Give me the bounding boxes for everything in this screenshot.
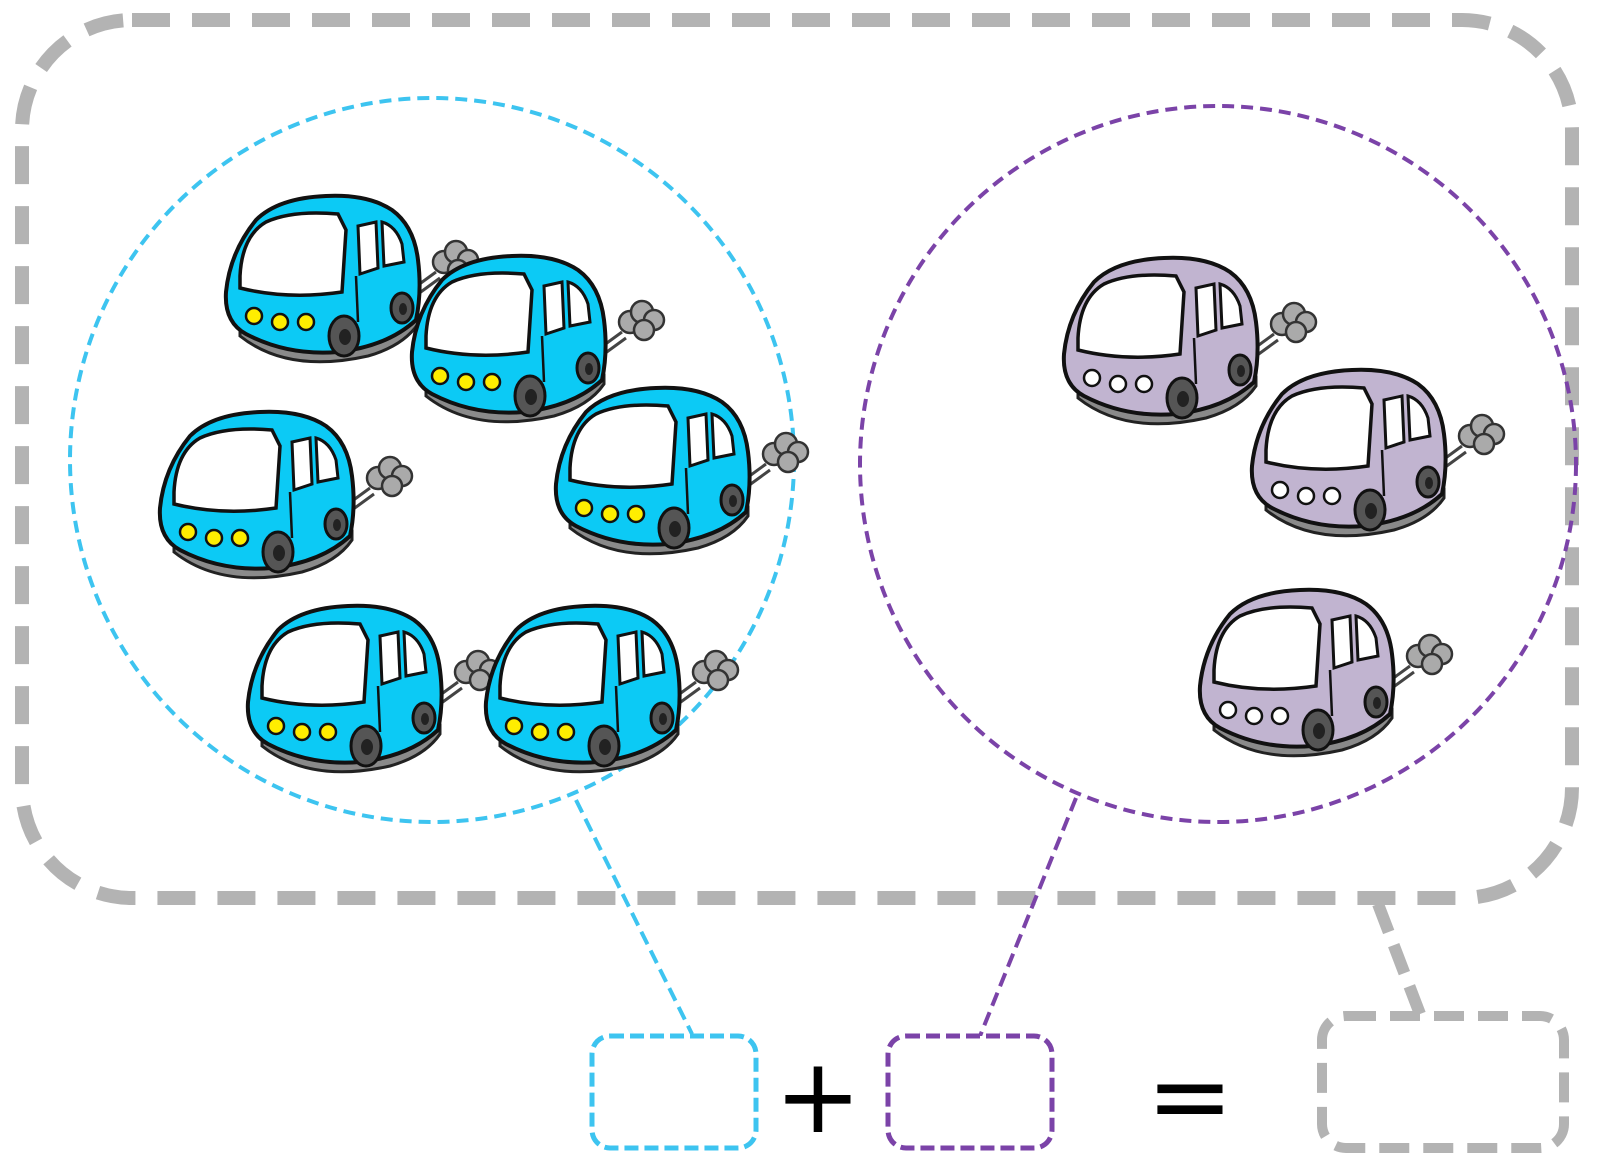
group-a-connector bbox=[574, 799, 694, 1035]
plus-sign: + bbox=[774, 1035, 861, 1157]
answer-box-total[interactable] bbox=[1317, 1011, 1569, 1153]
blue-car-icon bbox=[483, 603, 740, 774]
whole-connector bbox=[1372, 901, 1426, 1017]
purple-car-icon bbox=[1197, 587, 1454, 758]
blue-car-icon bbox=[553, 385, 810, 556]
group-a-cars bbox=[157, 193, 810, 774]
group-b-connector bbox=[978, 797, 1078, 1037]
blue-car-icon bbox=[157, 409, 414, 580]
group-b-circle bbox=[858, 104, 1578, 824]
blue-car-icon bbox=[245, 603, 502, 774]
equals-sign: = bbox=[1146, 1035, 1233, 1157]
answer-box-group-a[interactable] bbox=[589, 1033, 759, 1151]
answer-box-group-b[interactable] bbox=[885, 1033, 1055, 1151]
whole-group-outline bbox=[15, 13, 1579, 905]
group-b-cars bbox=[1061, 255, 1506, 758]
purple-car-icon bbox=[1249, 367, 1506, 538]
